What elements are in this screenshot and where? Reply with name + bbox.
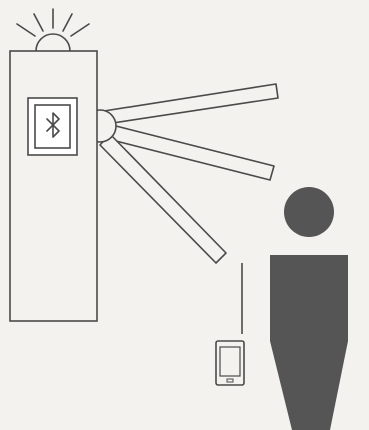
beacon-ray-far-left [17, 24, 35, 36]
turnstile-arm-upper [104, 84, 278, 124]
beacon-dome [36, 34, 70, 51]
person-head [284, 187, 334, 237]
person-body [270, 255, 348, 430]
turnstile-post [10, 51, 97, 321]
turnstile-arms [100, 84, 278, 263]
smartphone-icon [216, 341, 244, 385]
person-icon [270, 187, 348, 430]
alarm-light-icon [17, 9, 89, 51]
beacon-ray-right [63, 14, 72, 31]
beacon-ray-far-right [71, 24, 89, 36]
bluetooth-reader [28, 98, 77, 155]
beacon-ray-left [34, 14, 43, 31]
